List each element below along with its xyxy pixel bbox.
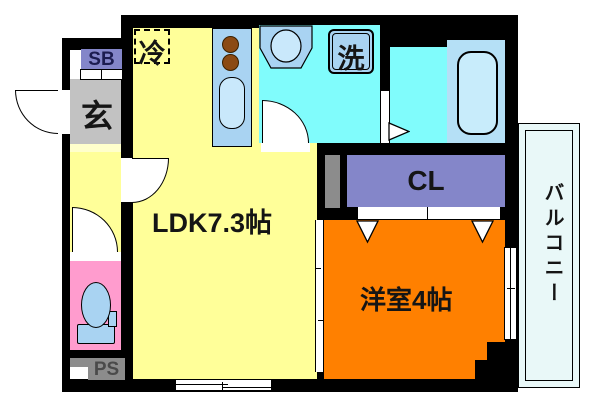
ldk-door-leaf	[121, 158, 133, 202]
entrance-door-leaf	[62, 90, 70, 134]
balcony-label: バルコニー	[541, 182, 563, 307]
room-entrance	[70, 79, 121, 144]
pipe-space-bar	[70, 358, 88, 367]
ldk-label: LDK7.3帖	[152, 208, 273, 238]
toilet-door-leaf	[70, 252, 121, 261]
refrigerator-label: 冷	[138, 39, 166, 69]
wall-hall-ldk-upper	[121, 15, 133, 158]
wall-hall-ldk-lower	[121, 201, 133, 392]
toilet-bowl	[81, 282, 111, 328]
wall-bottom	[62, 379, 518, 392]
closet-side-strip	[325, 155, 340, 208]
stove-burner-icon	[222, 36, 239, 53]
closet-label: CL	[407, 165, 445, 196]
balcony-inner-rail	[525, 130, 573, 381]
balcony	[518, 123, 580, 388]
bath-door-slide	[381, 90, 389, 143]
shoebox-counter	[80, 69, 123, 80]
western-room-label: 洋室4帖	[360, 285, 453, 315]
toilet-handle	[108, 311, 117, 327]
ldk-westroom-sliding-door	[315, 220, 324, 372]
bath-door-arrow-icon	[388, 122, 410, 141]
wall-closet-left	[340, 155, 347, 207]
room-closet	[347, 155, 505, 207]
closet-door-tick	[427, 207, 428, 219]
room-western	[324, 220, 505, 379]
entrance-door-swing	[15, 90, 58, 134]
window-south-sash-right	[222, 387, 271, 388]
sliding-door-tick-2	[318, 320, 323, 321]
window-balcony	[504, 247, 517, 340]
closet-door-strip	[358, 207, 500, 220]
wall-left-upper	[62, 38, 70, 92]
bathtub	[457, 51, 498, 135]
wall-left-lower	[62, 133, 70, 392]
window-south-sash-left	[176, 384, 228, 385]
pipe-space-box	[88, 358, 125, 380]
stove-burner-icon	[222, 54, 239, 71]
refrigerator-space	[134, 29, 170, 64]
wall-shoebox-top	[62, 38, 123, 50]
wall-corner-step-a	[487, 342, 518, 392]
entrance-step-strip	[70, 144, 121, 152]
closet-fold-mark-left	[356, 220, 379, 244]
kitchen-sink	[219, 77, 245, 129]
washing-machine-label: 洗	[337, 44, 365, 74]
shoebox-divider	[101, 70, 102, 79]
wall-corner-step-b	[475, 360, 487, 392]
washing-machine-inner	[332, 33, 370, 70]
window-balcony-tick	[507, 288, 515, 289]
shoe-box	[81, 49, 122, 70]
window-south-tick	[222, 382, 223, 390]
sliding-door-tick-1	[316, 268, 321, 269]
window-balcony-sash	[510, 248, 511, 339]
washroom-door-leaf	[261, 143, 310, 152]
shoebox-label: SB	[88, 49, 115, 70]
entrance-label: 玄	[81, 98, 114, 134]
window-south	[175, 379, 272, 391]
pipe-space-label: PS	[93, 359, 120, 380]
washbasin	[259, 25, 313, 69]
closet-fold-mark-right	[471, 220, 494, 244]
washing-machine	[328, 29, 374, 74]
wall-toilet-bottom	[70, 350, 121, 358]
